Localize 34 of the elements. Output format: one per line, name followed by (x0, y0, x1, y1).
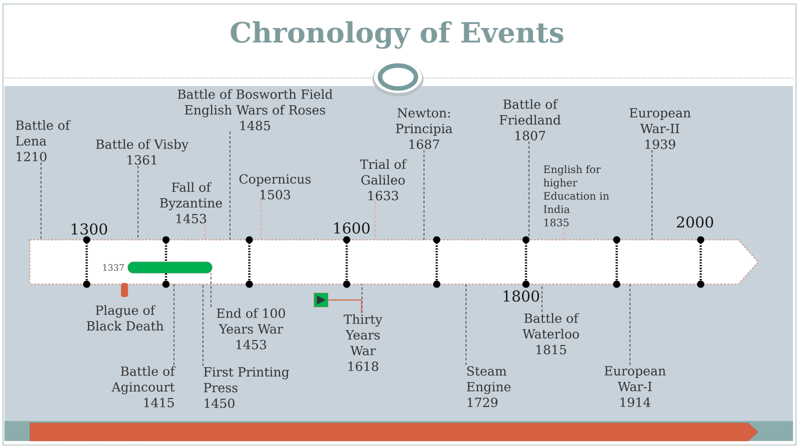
period-bar (128, 262, 212, 274)
event-label: Battle of Visby 1361 (96, 139, 189, 165)
play-marker (314, 292, 328, 308)
event-label: Trial of Galileo 1633 (360, 159, 407, 200)
leader-line (374, 201, 376, 240)
year-label: 1800 (504, 290, 540, 302)
event-label: European War-I 1914 (604, 366, 666, 407)
event-label: Battle of Agincourt 1415 (112, 366, 176, 408)
year-label: 2000 (676, 216, 714, 228)
event-label: Fall of Byzantine 1453 (160, 182, 222, 224)
year-label: 1300 (72, 223, 108, 235)
leader-line (202, 284, 204, 366)
leader-line (210, 272, 212, 308)
event-label: Plague of Black Death (86, 305, 164, 331)
leader-line (40, 162, 42, 240)
leader-line (528, 141, 530, 240)
event-label: English for higher Education in India 1835 (544, 165, 610, 226)
event-label: Newton: Principia 1687 (396, 108, 452, 149)
leader-line (260, 200, 262, 240)
event-label: Steam Engine 1729 (466, 366, 511, 408)
event-label: End of 100 Years War 1453 (216, 308, 285, 350)
event-label: Thirty Years War 1618 (344, 314, 382, 372)
event-label: Copernicus 1503 (239, 174, 311, 200)
event-label: Battle of Lena 1210 (16, 120, 71, 162)
event-label: Battle of Waterloo 1815 (522, 313, 580, 354)
leader-line (204, 224, 206, 240)
year-label: 1337 (103, 264, 124, 271)
year-label: 1600 (334, 222, 370, 234)
title: Chronology of Events (230, 21, 564, 49)
event-label: First Printing Press 1450 (204, 367, 290, 408)
event-label: European War-II 1939 (630, 108, 691, 149)
marker-line (328, 300, 362, 314)
event-label: Battle of Bosworth Field English Wars of Roses 1485 (178, 89, 333, 130)
event-label: Battle of Friedland 1807 (500, 99, 561, 140)
